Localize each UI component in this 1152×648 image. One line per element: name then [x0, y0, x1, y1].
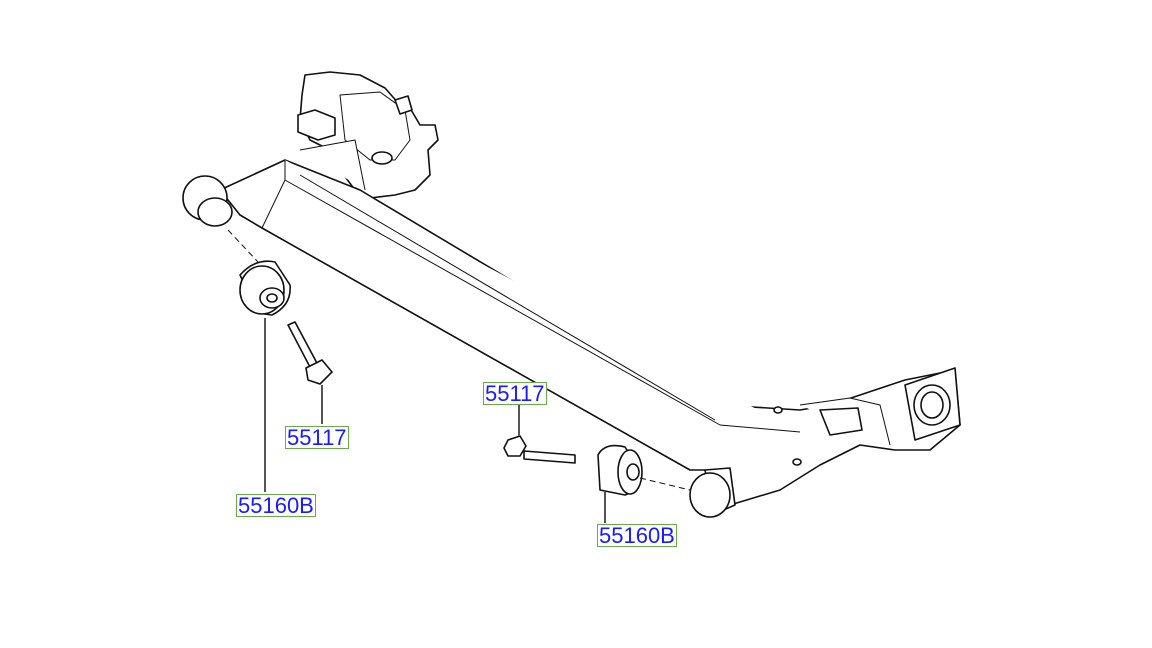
- left-beam-eye: [182, 175, 233, 227]
- leader-lines: [227, 229, 691, 523]
- part-label-bolt-right[interactable]: 55117: [483, 381, 547, 406]
- part-label-bolt-left[interactable]: 55117: [285, 425, 349, 450]
- right-beam-eye: [689, 467, 736, 518]
- left-bushing: [239, 260, 291, 316]
- left-hub-bracket: [297, 71, 439, 199]
- torsion-beam: [219, 139, 961, 506]
- part-label-bushing-left[interactable]: 55160B: [236, 493, 316, 518]
- part-label-bushing-right[interactable]: 55160B: [597, 523, 677, 548]
- right-bolt: [503, 435, 576, 464]
- right-hub-flange: [904, 367, 961, 441]
- right-bushing: [597, 444, 643, 496]
- left-bolt: [287, 321, 333, 385]
